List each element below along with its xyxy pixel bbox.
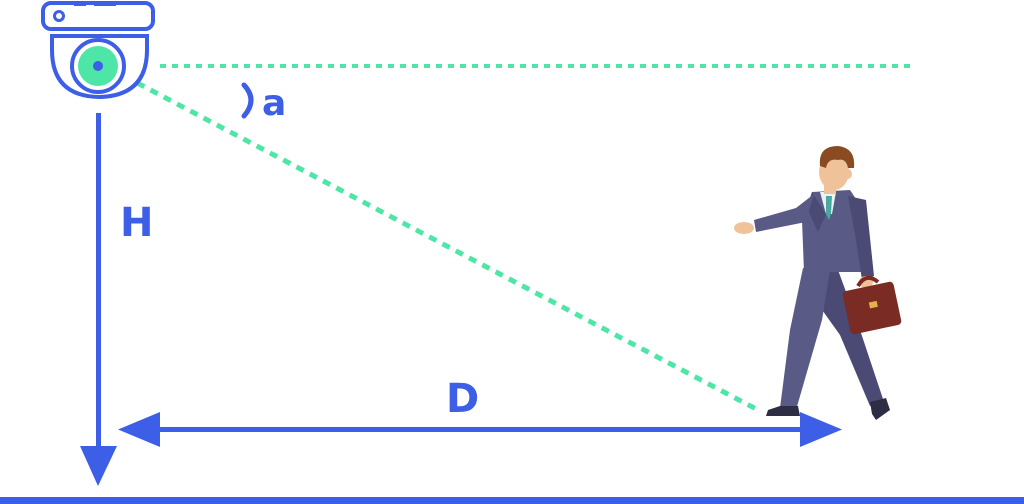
height-label: H — [120, 200, 153, 246]
businessman-figure — [734, 146, 902, 420]
angle-label: a — [262, 83, 286, 124]
distance-label: D — [446, 376, 479, 422]
angle-arc — [241, 82, 254, 119]
height-arrow — [80, 113, 117, 486]
distance-arrow — [118, 412, 842, 447]
dome-camera-icon — [41, 1, 155, 100]
ground-line — [0, 497, 1024, 504]
line-of-sight — [122, 73, 760, 413]
